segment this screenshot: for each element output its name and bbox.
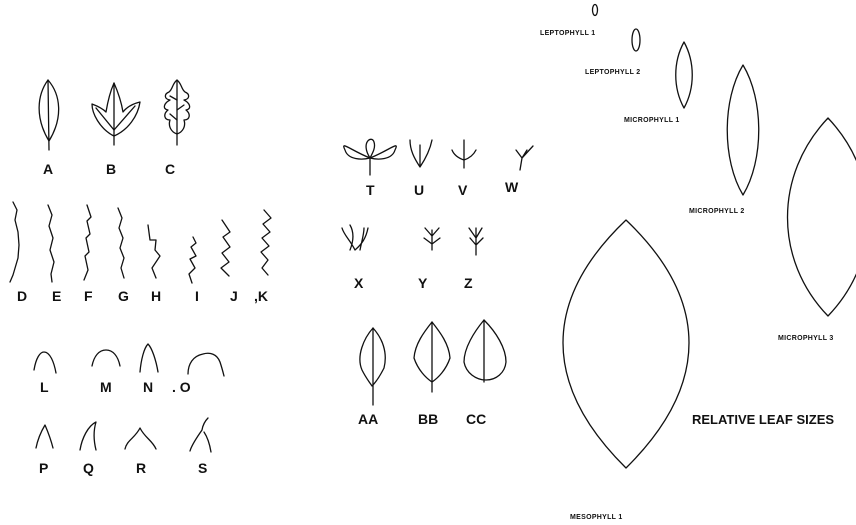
label-m: M <box>100 380 112 394</box>
microphyll1-label: MICROPHYLL 1 <box>624 117 680 124</box>
label-aa: AA <box>358 412 378 426</box>
leptophyll2-label: LEPTOPHYLL 2 <box>585 69 640 76</box>
margin-d <box>10 202 19 282</box>
margin-e <box>48 205 54 282</box>
label-v: V <box>458 183 467 197</box>
apex-p <box>36 425 53 448</box>
leptophyll1-shape <box>593 5 598 16</box>
margin-h <box>148 225 160 278</box>
venation-y <box>424 228 440 250</box>
label-a: A <box>43 162 53 176</box>
margin-g <box>118 208 124 278</box>
label-r: R <box>136 461 146 475</box>
apex-r <box>125 428 156 449</box>
mesophyll1-label: MESOPHYLL 1 <box>570 514 623 521</box>
label-y: Y <box>418 276 427 290</box>
label-f: F <box>84 289 93 303</box>
microphyll2-label: MICROPHYLL 2 <box>689 208 745 215</box>
venation-u <box>410 140 432 167</box>
label-x: X <box>354 276 363 290</box>
label-d: D <box>17 289 27 303</box>
label-h: H <box>151 289 161 303</box>
leaf-apices-2 <box>36 418 211 452</box>
mesophyll1-shape <box>563 220 689 468</box>
label-w: W <box>505 180 518 194</box>
venation-z <box>469 228 483 255</box>
leptophyll1-label: LEPTOPHYLL 1 <box>540 30 595 37</box>
label-t: T <box>366 183 375 197</box>
label-s: S <box>198 461 207 475</box>
label-cc: CC <box>466 412 486 426</box>
leaf-shape-c <box>164 80 189 145</box>
label-i: I <box>195 289 199 303</box>
relative-leaf-sizes-title: RELATIVE LEAF SIZES <box>692 412 834 427</box>
venation-x <box>342 225 368 250</box>
microphyll2-shape <box>727 65 759 195</box>
apex-o <box>188 353 224 376</box>
leaf-base-bb <box>414 322 450 392</box>
leaf-shape-b <box>92 83 140 145</box>
label-z: Z <box>464 276 473 290</box>
label-u: U <box>414 183 424 197</box>
label-j: J <box>230 289 238 303</box>
label-b: B <box>106 162 116 176</box>
leaf-margins <box>10 202 271 283</box>
label-l: L <box>40 380 49 394</box>
margin-j <box>221 220 230 276</box>
label-g: G <box>118 289 129 303</box>
label-bb: BB <box>418 412 438 426</box>
label-k: ,K <box>254 289 268 303</box>
leaf-apices <box>34 344 224 376</box>
apex-n <box>140 344 158 372</box>
venation-v <box>452 140 476 168</box>
label-o: . O <box>172 380 191 394</box>
leaf-shape-a <box>39 80 59 150</box>
margin-k <box>261 210 271 275</box>
microphyll3-shape <box>788 118 856 316</box>
apex-m <box>92 350 120 366</box>
apex-q <box>80 422 96 450</box>
leaf-base-cc <box>464 320 506 382</box>
microphyll3-label: MICROPHYLL 3 <box>778 335 834 342</box>
margin-i <box>189 237 196 283</box>
label-p: P <box>39 461 48 475</box>
venation-t <box>344 139 397 175</box>
apex-s <box>190 418 211 452</box>
label-q: Q <box>83 461 94 475</box>
label-c: C <box>165 162 175 176</box>
apex-l <box>34 352 56 373</box>
microphyll1-shape <box>676 42 693 108</box>
margin-f <box>84 205 91 280</box>
leaf-base-aa <box>360 328 385 405</box>
venation-w <box>516 146 533 170</box>
label-n: N <box>143 380 153 394</box>
leptophyll2-shape <box>632 29 640 51</box>
label-e: E <box>52 289 61 303</box>
